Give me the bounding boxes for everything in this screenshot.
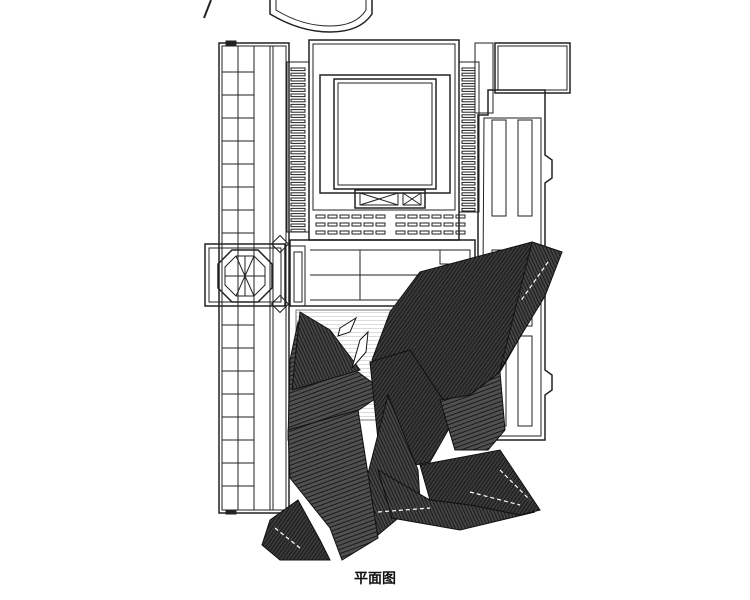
crystal-extension (261, 241, 563, 561)
octagon-pavilion (204, 234, 290, 314)
northeast-room (494, 42, 571, 94)
west-wing (218, 40, 290, 515)
stair-column-west (286, 61, 310, 233)
drawing-caption: 平面图 (354, 571, 396, 587)
top-rotunda (203, 0, 373, 33)
main-hall (308, 39, 466, 241)
stair-column-east (458, 42, 494, 213)
